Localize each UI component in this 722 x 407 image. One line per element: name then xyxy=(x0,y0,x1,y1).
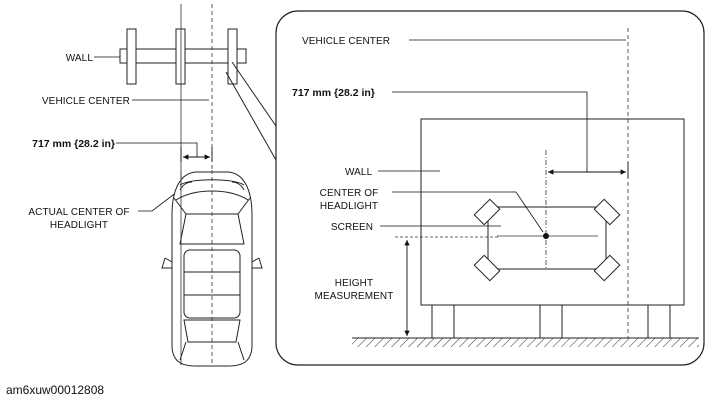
screen-pattern xyxy=(473,198,621,282)
ground xyxy=(352,338,699,347)
wall-label-right: WALL xyxy=(345,167,373,178)
actual-center-label-line1: ACTUAL CENTER OF xyxy=(28,207,129,218)
center-of-headlight-label-line2: HEADLIGHT xyxy=(320,201,378,212)
distance-label-left: 717 mm {28.2 in} xyxy=(32,138,115,150)
distance-label-right: 717 mm {28.2 in} xyxy=(292,87,375,99)
screen-label: SCREEN xyxy=(331,222,373,233)
actual-center-label-line2: HEADLIGHT xyxy=(50,220,108,231)
vehicle-center-label-right: VEHICLE CENTER xyxy=(302,36,390,47)
top-view-wall xyxy=(119,28,247,85)
headlight-center-point xyxy=(543,233,549,239)
center-of-headlight-label-line1: CENTER OF xyxy=(320,188,379,199)
height-measurement-label-line1: HEIGHT xyxy=(335,278,373,289)
wall-legs xyxy=(431,304,671,339)
vehicle-center-label-left: VEHICLE CENTER xyxy=(42,96,130,107)
wall-label-left: WALL xyxy=(66,53,94,64)
figure-caption: am6xuw00012808 xyxy=(6,383,105,397)
height-measurement-label-line2: MEASUREMENT xyxy=(315,291,394,302)
